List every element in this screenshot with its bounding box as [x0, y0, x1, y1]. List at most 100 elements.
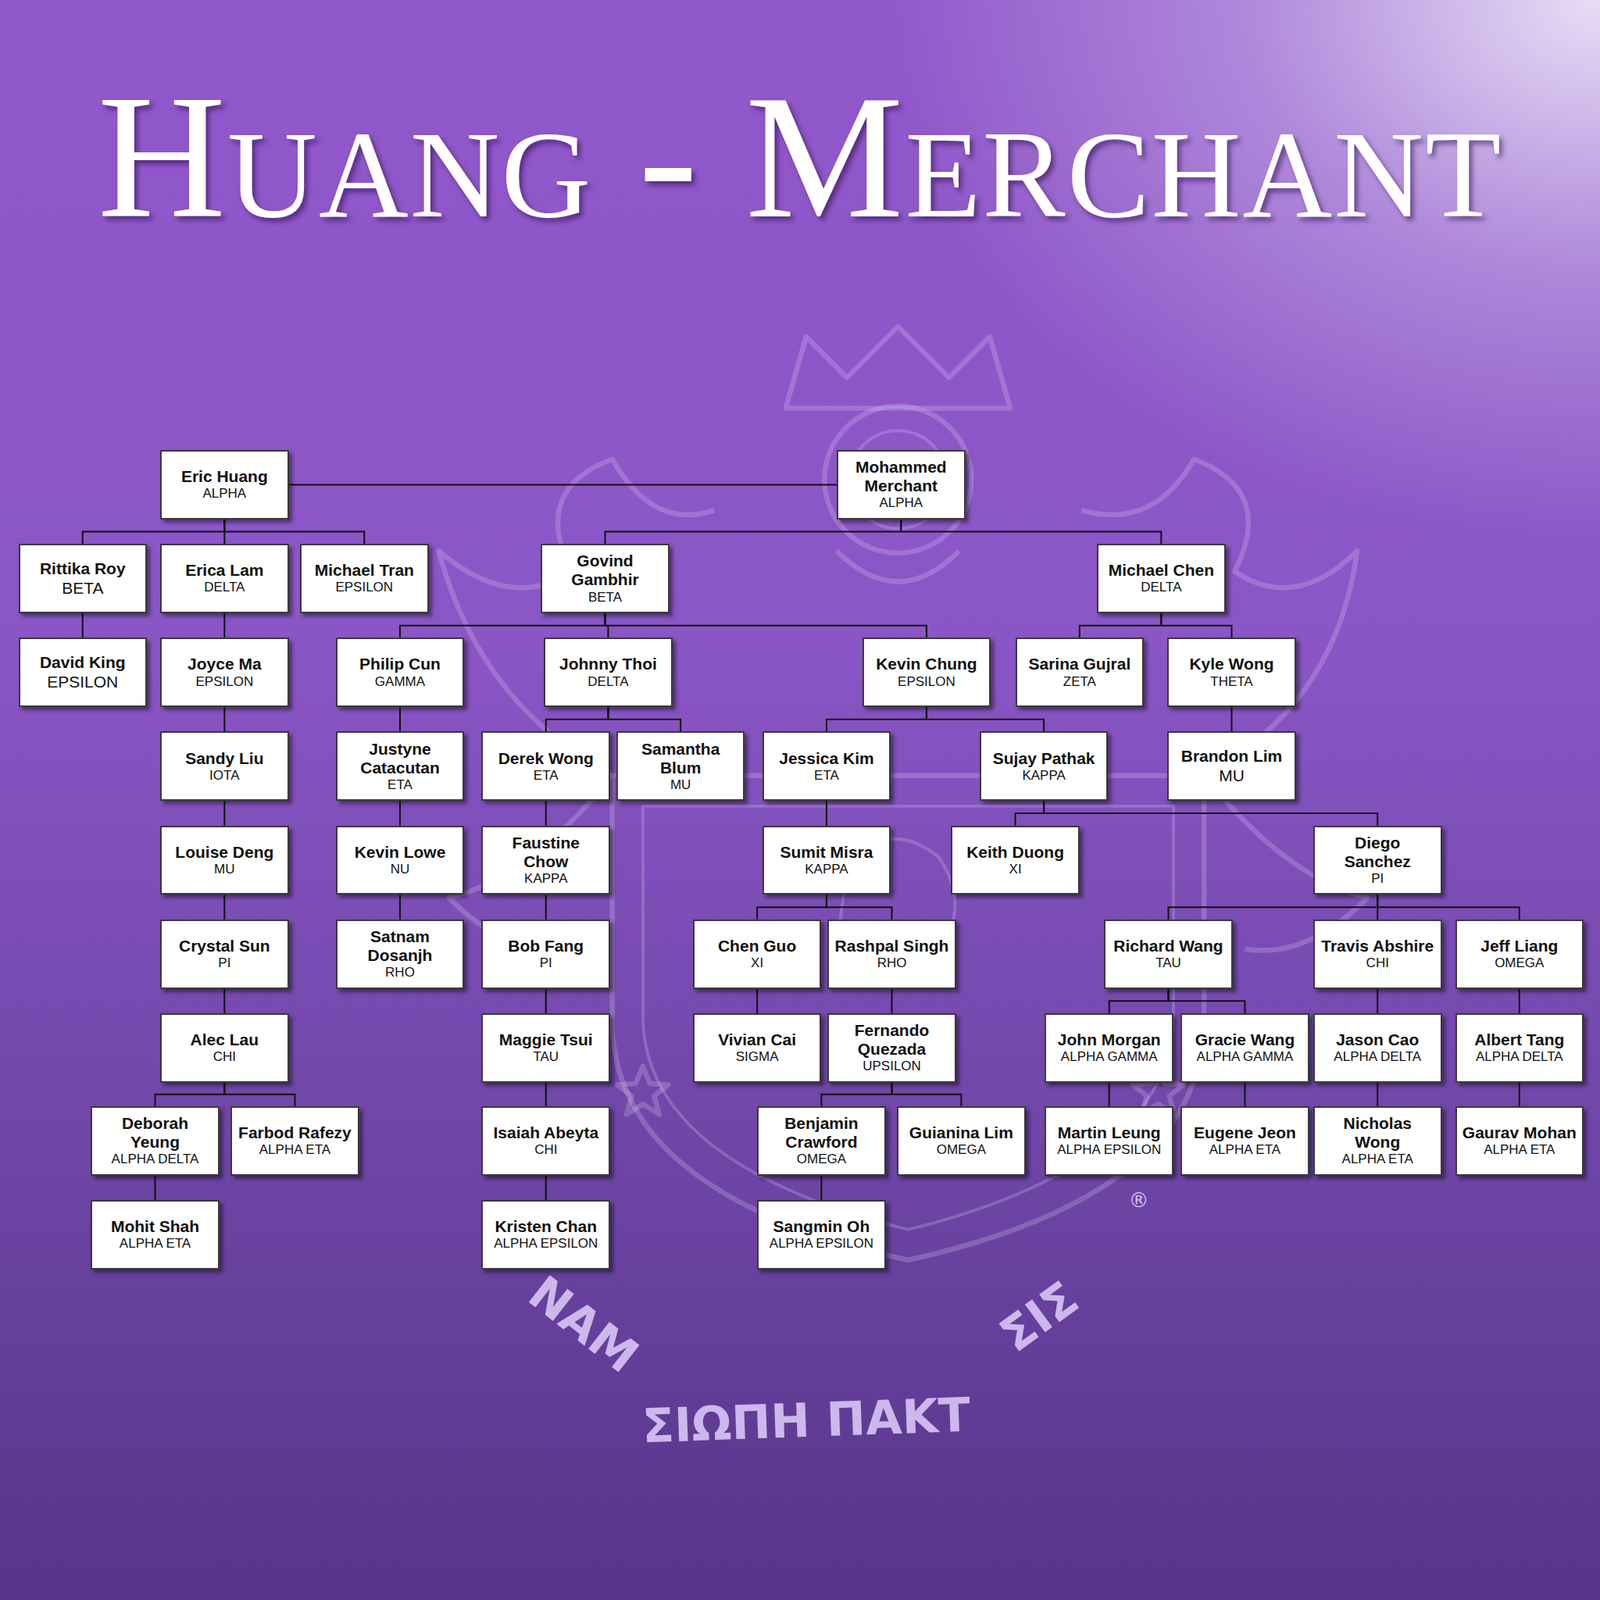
- member-card: Kyle WongTHETA: [1168, 654, 1295, 690]
- lineage-line: [223, 894, 225, 919]
- member-box: Albert TangALPHA DELTA: [1455, 1013, 1585, 1083]
- member-name: Eric Huang: [167, 467, 283, 486]
- chapter-name: ETA: [769, 767, 885, 784]
- lineage-line: [821, 1082, 892, 1107]
- chapter-name: EPSILON: [307, 579, 422, 596]
- member-box: Faustine ChowKAPPA: [481, 825, 611, 896]
- member-name: Jeff Liang: [1462, 936, 1578, 956]
- member-card: Mohammed MerchantALPHA: [838, 457, 965, 512]
- member-box: Rittika RoyBETA: [18, 543, 148, 614]
- lineage-line: [607, 707, 681, 732]
- member-card: Albert TangALPHA DELTA: [1457, 1030, 1583, 1066]
- member-name: Jason Cao: [1320, 1030, 1436, 1050]
- chapter-name: OMEGA: [903, 1142, 1019, 1158]
- member-box: Govind GambhirBETA: [540, 543, 670, 614]
- lineage-line: [82, 519, 225, 544]
- member-box: Keith DuongXI: [950, 825, 1080, 896]
- member-card: Isaiah AbeytaCHI: [482, 1123, 609, 1159]
- chapter-name: THETA: [1174, 674, 1290, 690]
- chapter-name: DELTA: [550, 674, 666, 690]
- chapter-name: GAMMA: [342, 674, 458, 690]
- member-name: John Morgan: [1051, 1030, 1167, 1050]
- chapter-name: MU: [623, 777, 739, 793]
- lineage-line: [825, 800, 828, 825]
- member-card: Sujay PathakKAPPA: [981, 749, 1108, 785]
- member-card: Gracie WangALPHA GAMMA: [1182, 1030, 1308, 1066]
- member-box: Isaiah AbeytaCHI: [481, 1106, 611, 1176]
- lineage-line: [757, 894, 827, 919]
- member-card: Keith DuongXI: [952, 842, 1079, 879]
- chapter-name: ALPHA EPSILON: [1051, 1142, 1167, 1158]
- chapter-name: TAU: [488, 1049, 604, 1065]
- member-name: Joyce Ma: [167, 654, 283, 674]
- member-card: Maggie TsuiTAU: [482, 1030, 609, 1066]
- chapter-name: CHI: [1320, 955, 1436, 972]
- chapter-name: MU: [1174, 765, 1290, 786]
- member-name: Derek Wong: [488, 749, 604, 768]
- lineage-line: [1376, 989, 1379, 1014]
- lineage-line: [224, 519, 365, 544]
- member-card: Kristen ChanALPHA EPSILON: [482, 1217, 609, 1253]
- lineage-line: [545, 989, 547, 1014]
- member-box: Eugene JeonALPHA ETA: [1180, 1106, 1310, 1176]
- member-name: Richard Wang: [1110, 936, 1226, 956]
- member-box: Bob FangPI: [481, 919, 611, 990]
- lineage-line: [826, 894, 893, 919]
- lineage-line: [820, 1175, 822, 1200]
- member-box: Sangmin OhALPHA EPSILON: [757, 1200, 886, 1270]
- chapter-name: IOTA: [167, 767, 283, 784]
- member-card: Philip CunGAMMA: [337, 654, 464, 690]
- member-card: Vivian CaiSIGMA: [694, 1030, 821, 1066]
- member-card: Govind GambhirBETA: [542, 551, 668, 606]
- member-box: Samantha BlumMU: [616, 731, 746, 801]
- member-box: Sandy LiuIOTA: [160, 731, 290, 801]
- member-card: Brandon LimMU: [1168, 746, 1295, 786]
- lineage-line: [1377, 894, 1520, 919]
- member-card: Benjamin CrawfordOMEGA: [758, 1114, 885, 1168]
- lineage-line: [1043, 800, 1378, 825]
- lineage-line: [1230, 707, 1233, 732]
- chapter-name: PI: [1320, 871, 1436, 887]
- lineage-line: [223, 989, 225, 1014]
- lineage-line: [926, 707, 1044, 732]
- member-box: Satnam DosanjhRHO: [335, 919, 465, 990]
- member-card: Sarina GujralZETA: [1017, 654, 1143, 690]
- chapter-name: EPSILON: [25, 671, 141, 692]
- chapter-name: XI: [700, 955, 815, 972]
- chapter-name: MU: [167, 861, 283, 878]
- lineage-line: [399, 800, 401, 825]
- chapter-name: NU: [342, 861, 458, 878]
- lineage-line: [1243, 1082, 1246, 1107]
- member-name: Guianina Lim: [903, 1123, 1019, 1143]
- member-name: Maggie Tsui: [488, 1030, 604, 1050]
- member-card: John MorganALPHA GAMMA: [1046, 1030, 1172, 1066]
- chapter-name: ALPHA ETA: [1462, 1142, 1578, 1158]
- member-name: Nicholas Wong: [1320, 1114, 1436, 1152]
- crest-motto: ΣΙΣ: [989, 1270, 1089, 1363]
- member-name: Sarina Gujral: [1022, 654, 1138, 674]
- member-box: Erica LamDELTA: [160, 543, 290, 614]
- member-box: Deborah YeungALPHA DELTA: [90, 1106, 220, 1176]
- member-name: David King: [25, 653, 141, 672]
- member-card: Eric HuangALPHA: [161, 467, 288, 503]
- member-box: Sarina GujralZETA: [1015, 637, 1145, 708]
- member-box: Vivian CaiSIGMA: [692, 1013, 822, 1083]
- chapter-name: PI: [488, 955, 604, 972]
- chapter-name: OMEGA: [1462, 955, 1578, 972]
- member-name: Vivian Cai: [700, 1030, 815, 1050]
- registered-mark: ®: [1128, 1188, 1150, 1212]
- member-name: Martin Leung: [1051, 1123, 1167, 1143]
- lineage-line: [399, 894, 401, 919]
- member-name: Jessica Kim: [769, 749, 885, 768]
- member-card: Johnny ThoiDELTA: [545, 654, 672, 690]
- member-card: Joyce MaEPSILON: [161, 654, 288, 690]
- lineage-line: [756, 989, 758, 1014]
- chart-title: Huang - Merchant: [97, 57, 1504, 255]
- chapter-name: ALPHA GAMMA: [1051, 1049, 1167, 1065]
- member-box: Mohammed MerchantALPHA: [836, 450, 966, 520]
- member-name: Eugene Jeon: [1187, 1123, 1303, 1143]
- chapter-name: ALPHA ETA: [237, 1142, 353, 1158]
- member-box: Jeff LiangOMEGA: [1455, 919, 1585, 990]
- lineage-line: [826, 707, 927, 732]
- member-card: Michael ChenDELTA: [1098, 560, 1225, 597]
